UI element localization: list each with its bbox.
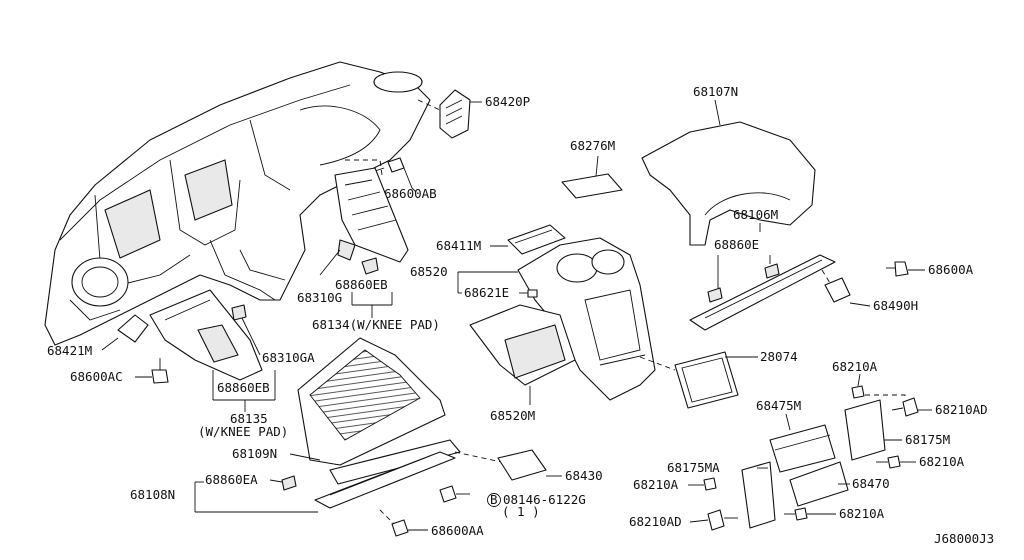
vent-68420P	[417, 89, 482, 139]
label-68210AD-2: 68210AD	[629, 514, 682, 529]
screw-68210A-2	[876, 455, 916, 469]
label-08146-qty: ( 1 )	[502, 504, 540, 519]
label-68107N: 68107N	[693, 84, 738, 99]
screw-68210AD-2	[707, 509, 738, 531]
label-68490H: 68490H	[873, 298, 918, 313]
label-68175MA: 68175MA	[667, 460, 720, 475]
label-68310G: 68310G	[297, 290, 342, 305]
label-68210A-2: 68210A	[919, 454, 965, 469]
screw-68210A-1	[851, 373, 865, 399]
label-68135-note: (W/KNEE PAD)	[198, 424, 288, 439]
display-28074	[639, 351, 758, 409]
diagram-code: J68000J3	[934, 531, 994, 546]
label-68109N: 68109N	[232, 446, 277, 461]
side-bracket-68134	[319, 159, 409, 276]
label-68860EA: 68860EA	[205, 472, 258, 487]
label-68621E: 68621E	[464, 285, 509, 300]
label-68106M: 68106M	[733, 207, 778, 222]
cup-insert-68411M	[490, 224, 566, 255]
switch-68421M	[101, 314, 149, 351]
clip-68600AA	[379, 509, 428, 537]
label-68420P: 68420P	[485, 94, 530, 109]
unit-68430	[497, 449, 562, 481]
label-68210A-4: 68210A	[839, 506, 885, 521]
label-68860EB-lower: 68860EB	[217, 380, 270, 395]
label-68475M: 68475M	[756, 398, 801, 413]
label-68135: 68135	[230, 411, 268, 426]
leader-68520	[457, 271, 518, 294]
label-68108N: 68108N	[130, 487, 175, 502]
leader-68109N	[289, 453, 321, 461]
label-08146-b: B	[490, 492, 498, 507]
label-68175M: 68175M	[905, 432, 950, 447]
label-68600AA: 68600AA	[431, 523, 484, 538]
label-68210A-1: 68210A	[832, 359, 878, 374]
screw-68210A-4	[784, 507, 836, 521]
label-68310GA: 68310GA	[262, 350, 315, 365]
clip-68600AC	[135, 358, 169, 384]
label-68411M: 68411M	[436, 238, 481, 253]
leader-68210AD-2	[689, 519, 709, 523]
screw-68600A	[886, 261, 925, 277]
leader-68860E	[717, 255, 771, 288]
leader-68860EA	[269, 479, 283, 483]
leader-68134	[351, 292, 393, 318]
label-68210AD-1: 68210AD	[935, 402, 988, 417]
bolt-08146	[439, 485, 501, 507]
label-68520M: 68520M	[490, 408, 535, 423]
screw-68210AD-1	[891, 397, 932, 417]
bracket-assembly-68475M	[741, 394, 906, 529]
label-68600AC: 68600AC	[70, 369, 123, 384]
label-68600A: 68600A	[928, 262, 974, 277]
meter-hood-68107N	[641, 99, 816, 246]
clip-68621E	[519, 289, 538, 298]
glove-box-lid-68109N	[297, 337, 461, 485]
label-28074: 28074	[760, 349, 798, 364]
switch-68490H	[821, 269, 871, 307]
label-68860E: 68860E	[714, 237, 759, 252]
leader-68475M	[785, 413, 791, 431]
label-08146: 08146-6122G	[503, 492, 586, 507]
label-68860EB-upper: 68860EB	[335, 277, 388, 292]
leader-68135	[212, 370, 276, 412]
label-68134: 68134(W/KNEE PAD)	[312, 317, 440, 332]
label-68600AB: 68600AB	[384, 186, 437, 201]
clip-68600AB	[371, 157, 417, 193]
label-68276M: 68276M	[570, 138, 615, 153]
cluster-lid-68520	[517, 237, 656, 401]
label-68430: 68430	[565, 468, 603, 483]
label-68210A-3: 68210A	[633, 477, 679, 492]
label-68421M: 68421M	[47, 343, 92, 358]
lid-68276M	[561, 155, 623, 199]
label-68470: 68470	[852, 476, 890, 491]
instrument-panel-assembly	[44, 61, 431, 346]
screw-68210A-3	[703, 477, 717, 491]
audio-box-68520M	[469, 304, 576, 405]
knee-bracket-68135	[149, 289, 263, 381]
label-68520: 68520	[410, 264, 448, 279]
trim-strip-68106M	[689, 254, 836, 331]
leader-68108N	[194, 481, 318, 513]
leader-68310GA	[241, 317, 261, 356]
